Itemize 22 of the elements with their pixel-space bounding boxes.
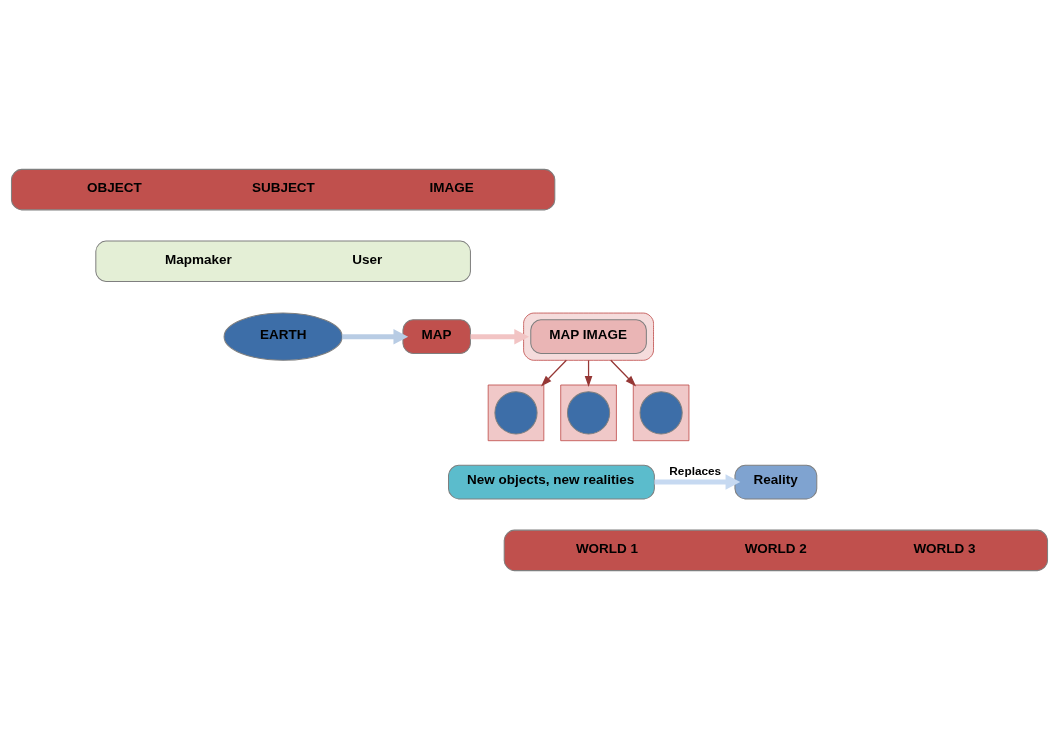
cluster [523, 312, 654, 361]
node-circle [639, 391, 683, 435]
arrow [540, 359, 567, 387]
node-circle [494, 391, 538, 435]
cluster [487, 384, 545, 442]
node-ellipse: EARTH [223, 312, 343, 361]
arrow [470, 328, 530, 345]
edge-label: Replaces [669, 464, 722, 479]
node-box: OBJECT SUBJECT IMAGE [10, 168, 556, 211]
node-box: Reality [734, 464, 818, 500]
node-box: WORLD 1 WORLD 2 WORLD 3 [503, 529, 1049, 572]
node-box: New objects, new realities [448, 464, 655, 500]
node-box: Mapmaker User [95, 240, 471, 283]
arrow [342, 328, 409, 345]
arrow [584, 359, 593, 387]
cluster [632, 384, 690, 442]
node-box: MAP [402, 319, 471, 355]
cluster [560, 384, 617, 442]
arrow [610, 359, 637, 387]
arrow [654, 474, 741, 490]
node-box: MAP IMAGE [530, 319, 647, 355]
node-circle [566, 391, 611, 435]
